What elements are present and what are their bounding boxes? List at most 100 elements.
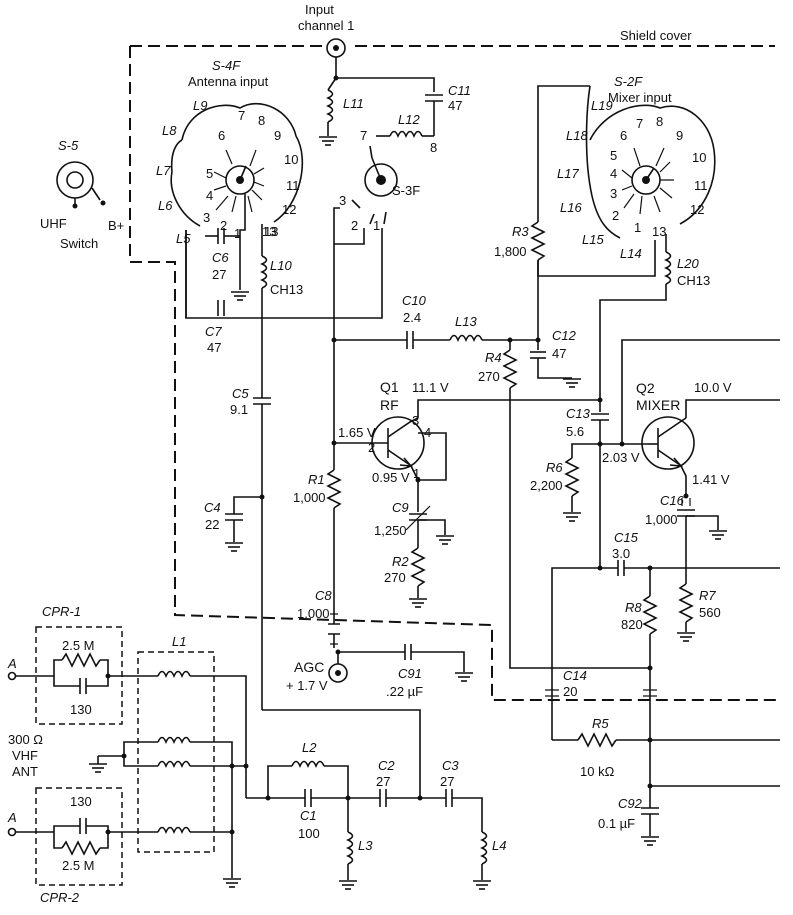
svg-text:6: 6 xyxy=(620,128,627,143)
r2-name: R2 xyxy=(392,554,409,569)
c8-capacitor xyxy=(328,613,340,648)
ground-icon xyxy=(338,880,358,890)
s3f-pin1: 1 xyxy=(373,218,380,233)
r4-name: R4 xyxy=(485,350,502,365)
c12-name: C12 xyxy=(552,328,577,343)
r1-value: 1,000 xyxy=(293,490,326,505)
l2-label: L2 xyxy=(302,740,317,755)
q2-label: Q2 xyxy=(636,380,655,396)
l1-coil-b xyxy=(157,736,191,743)
c13-value: 5.6 xyxy=(566,424,584,439)
c15-capacitor xyxy=(617,560,625,576)
l17-label: L17 xyxy=(557,166,579,181)
q2-ve: 1.41 V xyxy=(692,472,730,487)
c92-value: 0.1 µF xyxy=(598,816,635,831)
svg-text:2: 2 xyxy=(612,208,619,223)
l16-label: L16 xyxy=(560,200,582,215)
r6-resistor xyxy=(565,457,579,497)
l13-label: L13 xyxy=(455,314,477,329)
c16-value: 1,000 xyxy=(645,512,678,527)
l20-coil xyxy=(665,251,672,285)
l8-label: L8 xyxy=(162,123,177,138)
cpr1-r-value: 2.5 M xyxy=(62,638,95,653)
r6-name: R6 xyxy=(546,460,563,475)
ground-icon xyxy=(562,512,582,522)
l3-label: L3 xyxy=(358,838,373,853)
c7-name: C7 xyxy=(205,324,222,339)
l10-coil xyxy=(261,255,268,289)
r7-value: 560 xyxy=(699,605,721,620)
l13-coil xyxy=(449,334,483,341)
q1-label: Q1 xyxy=(380,379,399,395)
c5-capacitor xyxy=(253,397,271,405)
s3f-rotary-switch[interactable] xyxy=(364,145,398,197)
s2f-contact-arrows xyxy=(621,147,674,215)
s2f-desc: Mixer input xyxy=(608,90,672,105)
terminal-a-label-2: A xyxy=(7,810,17,825)
svg-text:3: 3 xyxy=(610,186,617,201)
r5-name: R5 xyxy=(592,716,609,731)
s4f-contact-arrows xyxy=(213,149,265,213)
r5-value: 10 kΩ xyxy=(580,764,615,779)
c2-value: 27 xyxy=(376,774,390,789)
c3-capacitor xyxy=(445,789,453,807)
input-channel1-connector[interactable] xyxy=(326,38,346,58)
ground-icon xyxy=(318,136,338,146)
cpr2-r-value: 2.5 M xyxy=(62,858,95,873)
input-label-line1: Input xyxy=(305,2,334,17)
svg-text:8: 8 xyxy=(258,113,265,128)
c1-value: 100 xyxy=(298,826,320,841)
s4f-desc: Antenna input xyxy=(188,74,269,89)
c91-capacitor xyxy=(404,644,412,660)
s3f-pin3: 3 xyxy=(339,193,346,208)
terminal-a-top[interactable] xyxy=(7,671,17,681)
c16-name: C16 xyxy=(660,493,685,508)
l7-label: L7 xyxy=(156,163,171,178)
s4f-rotary-switch[interactable] xyxy=(170,103,304,227)
l1-coil-a xyxy=(157,670,191,677)
svg-text:11: 11 xyxy=(694,178,708,193)
svg-text:2: 2 xyxy=(220,218,227,233)
cpr2-box xyxy=(35,787,123,886)
ant-label: ANT xyxy=(12,764,38,779)
svg-text:12: 12 xyxy=(690,202,704,217)
l20-ch13: CH13 xyxy=(677,273,710,288)
s2f-label: S-2F xyxy=(614,74,643,89)
svg-text:7: 7 xyxy=(636,116,643,131)
cpr1-resistor xyxy=(61,653,101,667)
agc-terminal[interactable] xyxy=(328,663,348,683)
terminal-a-bottom[interactable] xyxy=(7,827,17,837)
l9-label: L9 xyxy=(193,98,207,113)
c2-name: C2 xyxy=(378,758,395,773)
c11-value: 47 xyxy=(448,98,462,113)
s4f-label: S-4F xyxy=(212,58,241,73)
l19-label: L19 xyxy=(591,98,613,113)
svg-text:11: 11 xyxy=(286,178,300,193)
svg-text:1: 1 xyxy=(234,226,241,241)
c11-name: C11 xyxy=(448,83,471,98)
c16-capacitor xyxy=(677,509,695,517)
c1-capacitor xyxy=(304,789,312,807)
c9-capacitor xyxy=(409,513,427,521)
s2f-positions: 7 8 9 10 11 12 6 5 4 3 2 1 13 xyxy=(610,114,708,239)
cpr1-label: CPR-1 xyxy=(42,604,81,619)
svg-text:13: 13 xyxy=(652,224,666,239)
svg-text:10: 10 xyxy=(692,150,706,165)
c9-value: 1,250 xyxy=(374,523,407,538)
cpr1-capacitor xyxy=(79,678,87,694)
c1-name: C1 xyxy=(300,808,317,823)
c12-capacitor xyxy=(530,351,546,359)
l1-coil-d xyxy=(157,826,191,833)
c92-capacitor xyxy=(641,807,659,815)
r6-value: 2,200 xyxy=(530,478,563,493)
s5-uhf-switch[interactable] xyxy=(56,161,106,209)
c7-capacitor xyxy=(217,300,225,316)
ant-impedance: 300 Ω xyxy=(8,732,43,747)
ant-type: VHF xyxy=(12,748,38,763)
c10-value: 2.4 xyxy=(403,310,421,325)
q1-vc: 11.1 V xyxy=(412,380,449,395)
l1-label: L1 xyxy=(172,634,186,649)
r5-resistor xyxy=(577,733,617,747)
svg-text:6: 6 xyxy=(218,128,225,143)
c14-name: C14 xyxy=(563,668,587,683)
